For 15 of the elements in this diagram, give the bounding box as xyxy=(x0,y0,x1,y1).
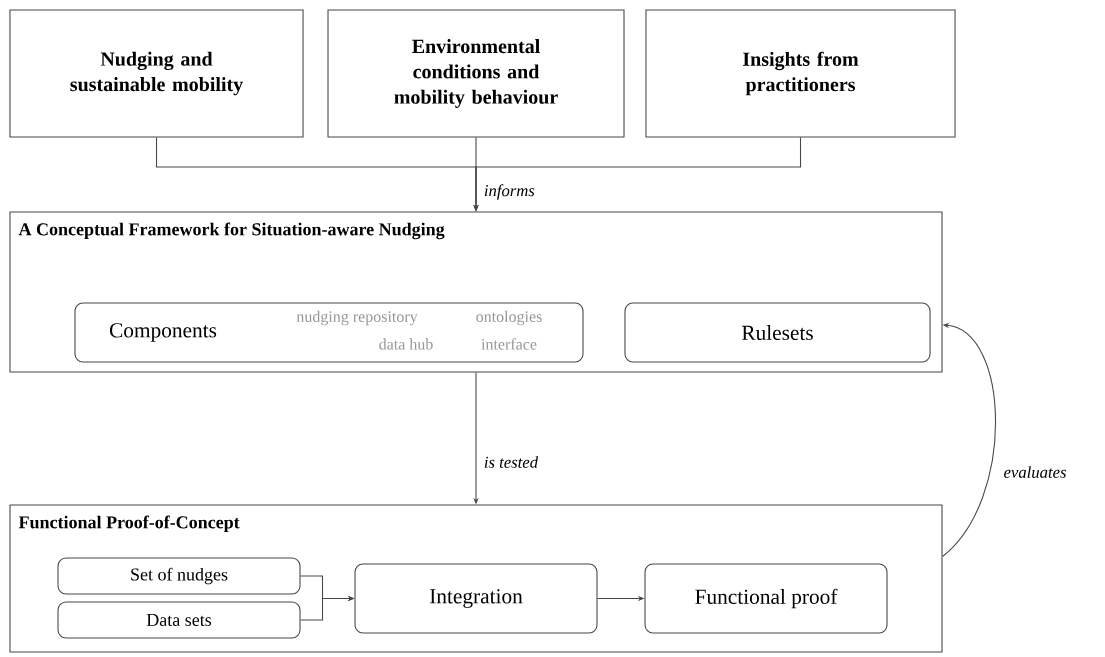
edge-label: is tested xyxy=(482,454,540,470)
component-label: ontologies xyxy=(476,310,542,326)
component-label: interface xyxy=(481,338,537,350)
source-box: Insights from practitioners xyxy=(645,9,956,138)
rounded-box: Set of nudges xyxy=(57,557,301,595)
edge-label: evaluates xyxy=(1002,464,1068,480)
edge-label: informs xyxy=(482,183,537,201)
component-label: data hub xyxy=(379,338,433,350)
rounded-box: Data sets xyxy=(57,601,301,639)
rounded-box: Rulesets xyxy=(624,302,931,363)
component-label: nudging repository xyxy=(296,310,418,326)
source-box: Environmental conditions and mobility behaviour xyxy=(327,9,625,138)
rounded-box: Integration xyxy=(354,563,598,634)
rounded-box: Functional proof xyxy=(644,563,888,634)
source-box: Nudging and sustainable mobility xyxy=(9,9,304,138)
